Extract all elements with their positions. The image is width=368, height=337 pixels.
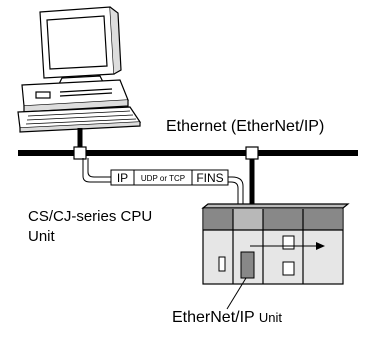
unit-leader-line — [226, 277, 247, 310]
plc-slot-header-3 — [263, 209, 303, 230]
frame-field-fins — [191, 169, 229, 186]
plc-slot-indicator-top — [282, 235, 295, 250]
plc-rack-icon — [201, 203, 350, 285]
cpu-arrowhead — [316, 242, 325, 250]
ethernet-ip-unit-label-suffix: Unit — [258, 310, 282, 325]
cpu-unit-label-line1: CS/CJ-series CPU — [28, 208, 153, 225]
plc-slot-header-4 — [303, 209, 342, 230]
plc-slot-header-1 — [204, 209, 233, 230]
frame-field-transport-text: UDP or TCP — [141, 174, 185, 183]
cpu-unit-label-line2: Unit — [28, 228, 55, 245]
network-label: Ethernet (EtherNet/IP) — [166, 118, 325, 135]
plc-power-indicator — [218, 256, 226, 272]
ethernet-ip-unit-label: EtherNet/IP Unit — [172, 309, 282, 327]
ethernet-ip-unit-module — [240, 251, 255, 279]
plc-tap — [245, 146, 259, 160]
frame-field-fins-text: FINS — [196, 171, 223, 185]
frame-header: IP UDP or TCP FINS — [110, 169, 229, 186]
ethernet-ip-unit-label-main: EtherNet/IP — [172, 309, 255, 326]
keyboard-keys — [25, 110, 137, 125]
frame-field-ip-text: IP — [117, 171, 128, 185]
cpu-unit-label: CS/CJ-series CPU Unit — [28, 207, 152, 247]
plc-slot-indicator-bottom — [282, 261, 295, 276]
computer-tap — [73, 146, 87, 160]
plc-slot-header-2 — [233, 209, 263, 230]
